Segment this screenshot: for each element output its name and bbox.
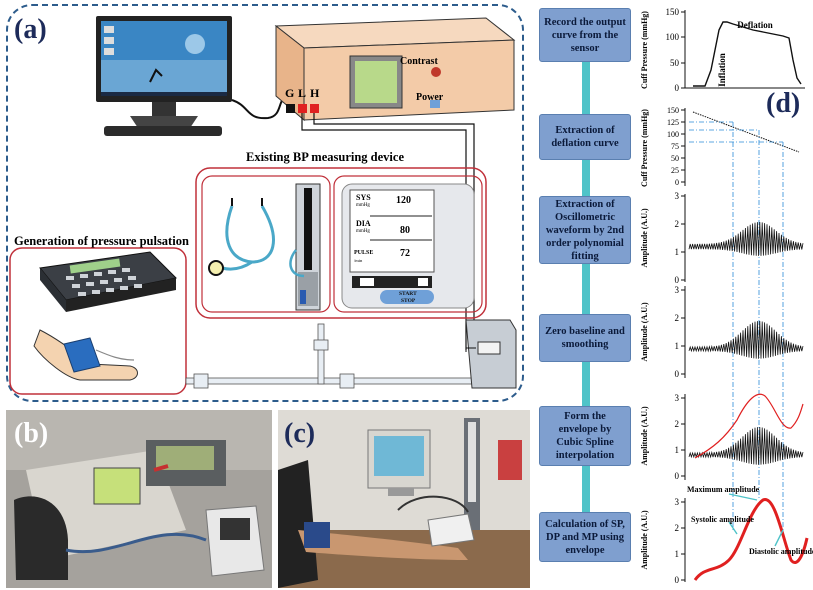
pressure-sensor — [465, 319, 517, 389]
computer-monitor — [96, 16, 232, 136]
amplitude-chart-3: 3 2 1 0 Amplitude (A.U.) — [640, 393, 804, 481]
arm-with-cuff — [33, 329, 138, 381]
svg-text:0: 0 — [675, 575, 680, 585]
inflation-label: Inflation — [717, 53, 727, 87]
max-amp-label: Maximum amplitude — [687, 485, 760, 494]
panel-a-frame — [6, 4, 524, 402]
cuff-tick-150: 150 — [666, 7, 680, 17]
stethoscope — [208, 198, 275, 276]
flow-arrow-shaft — [582, 60, 590, 560]
svg-text:3: 3 — [675, 497, 680, 507]
signal-device — [274, 17, 516, 122]
keypad-device — [39, 251, 178, 312]
svg-text:Amplitude (A.U.): Amplitude (A.U.) — [640, 208, 649, 268]
pulse-label: PULSE — [354, 250, 374, 256]
sys-label: SYS — [356, 193, 371, 202]
sys-value: 120 — [396, 195, 411, 206]
start-label: START — [399, 291, 417, 297]
panel-c-label: (c) — [284, 418, 316, 449]
deflation-chart: 150 125 100 75 50 25 0 Cuff Pressure (mm… — [640, 106, 800, 187]
defl-tick-75: 75 — [671, 142, 679, 151]
defl-tick-150: 150 — [667, 106, 679, 115]
cuff-tick-50: 50 — [670, 58, 680, 68]
svg-text:2: 2 — [675, 523, 680, 533]
defl-tick-125: 125 — [667, 118, 679, 127]
defl-tick-0: 0 — [675, 178, 679, 187]
svg-text:3: 3 — [675, 393, 680, 403]
defl-tick-50: 50 — [671, 154, 679, 163]
svg-text:3: 3 — [675, 191, 680, 201]
svg-text:2: 2 — [675, 219, 680, 229]
pulse-unit: /min — [354, 258, 363, 263]
panel-a-illustration — [9, 16, 517, 395]
panel-c-photo — [278, 410, 530, 588]
svg-text:2: 2 — [675, 419, 680, 429]
pulsation-title: Generation of pressure pulsation — [14, 234, 189, 248]
amplitude-chart-2: 3 2 1 0 Amplitude (A.U.) — [640, 285, 804, 379]
g-label: G — [285, 86, 295, 100]
dia-unit: mmHg — [356, 229, 370, 234]
bp-device-title: Existing BP measuring device — [246, 150, 404, 164]
h-label: H — [310, 86, 320, 100]
svg-text:1: 1 — [675, 445, 680, 455]
svg-text:0: 0 — [675, 275, 680, 285]
cuff-pressure-chart: 150 100 50 0 Cuff Pressure (mmHg) Deflat… — [640, 7, 805, 93]
contrast-label: Contrast — [400, 56, 438, 67]
pulsation-frame — [9, 247, 187, 395]
bp-device-frame — [195, 167, 487, 319]
deflation-label: Deflation — [737, 20, 773, 30]
digital-bp-monitor — [341, 183, 475, 309]
svg-text:Amplitude (A.U.): Amplitude (A.U.) — [640, 406, 649, 466]
cuff-tick-100: 100 — [666, 32, 680, 42]
svg-text:3: 3 — [675, 285, 680, 295]
svg-text:1: 1 — [675, 247, 680, 257]
sys-unit: mmHg — [356, 203, 370, 208]
svg-text:Amplitude (A.U.): Amplitude (A.U.) — [640, 302, 649, 362]
svg-text:2: 2 — [675, 313, 680, 323]
svg-text:0: 0 — [675, 471, 680, 481]
amplitude-chart-4: 3 2 1 0 Amplitude (A.U.) Maximum amplitu… — [640, 485, 813, 585]
l-label: L — [298, 86, 307, 100]
systolic-amp-label: Systolic amplitude — [691, 515, 754, 524]
guide-lines — [732, 122, 784, 530]
mercury-column — [289, 183, 321, 311]
cuff-tick-0: 0 — [675, 83, 680, 93]
svg-text:1: 1 — [675, 341, 680, 351]
defl-tick-100: 100 — [667, 130, 679, 139]
amplitude-chart-1: 3 2 1 0 Amplitude (A.U.) — [640, 191, 804, 285]
panel-a-label: (a) — [14, 14, 47, 45]
svg-text:Amplitude (A.U.): Amplitude (A.U.) — [640, 510, 649, 570]
stop-label: STOP — [401, 298, 416, 304]
dia-label: DIA — [356, 219, 371, 228]
panel-d-label: (d) — [766, 88, 801, 119]
svg-text:1: 1 — [675, 549, 680, 559]
dia-value: 80 — [400, 225, 410, 236]
defl-ylabel: Cuff Pressure (mmHg) — [640, 109, 649, 187]
power-label: Power — [416, 92, 444, 103]
panel-d-charts: 150 100 50 0 Cuff Pressure (mmHg) Deflat… — [640, 7, 813, 585]
defl-tick-25: 25 — [671, 166, 679, 175]
pulse-value: 72 — [400, 248, 410, 259]
diastolic-amp-label: Diastolic amplitude — [749, 547, 813, 556]
svg-text:0: 0 — [675, 369, 680, 379]
cuff-ylabel: Cuff Pressure (mmHg) — [640, 11, 649, 89]
panel-b-photo — [6, 410, 272, 588]
panel-b-label: (b) — [14, 418, 49, 449]
